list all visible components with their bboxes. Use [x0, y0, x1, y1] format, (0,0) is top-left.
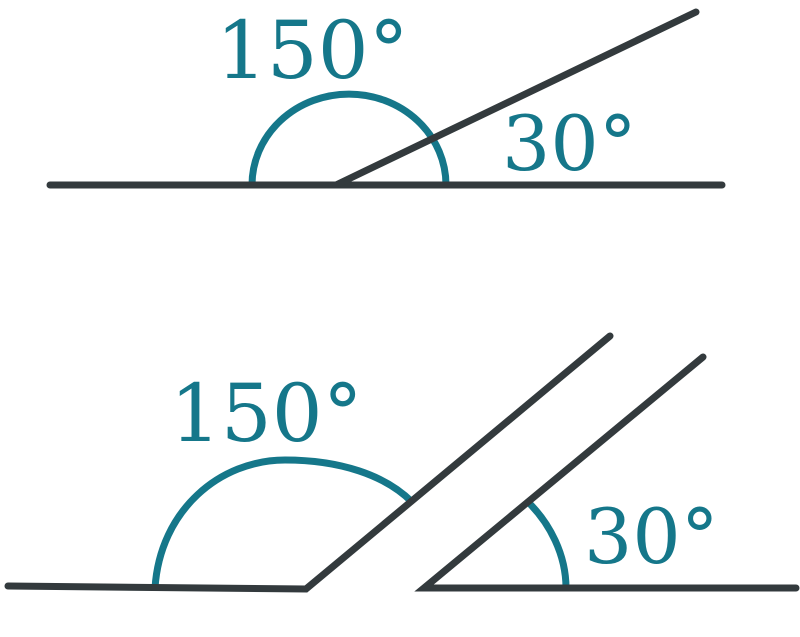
bottom-acute-angle-arc	[524, 498, 570, 589]
top-obtuse-angle-arc	[248, 90, 450, 186]
top-acute-angle-label: 30°	[502, 99, 637, 188]
bottom-acute-angle-label: 30°	[584, 492, 719, 581]
bottom-obtuse-angle-label: 150°	[170, 367, 363, 460]
bottom-obtuse-angle-arc	[151, 456, 415, 589]
bottom-figure: 150° 30°	[4, 332, 800, 593]
bottom-obtuse-angle-rays	[4, 332, 614, 593]
top-ray	[332, 8, 700, 189]
top-obtuse-angle-label: 150°	[216, 4, 409, 97]
bottom-acute-angle-rays	[414, 353, 800, 592]
top-figure: 150° 30°	[46, 4, 726, 189]
